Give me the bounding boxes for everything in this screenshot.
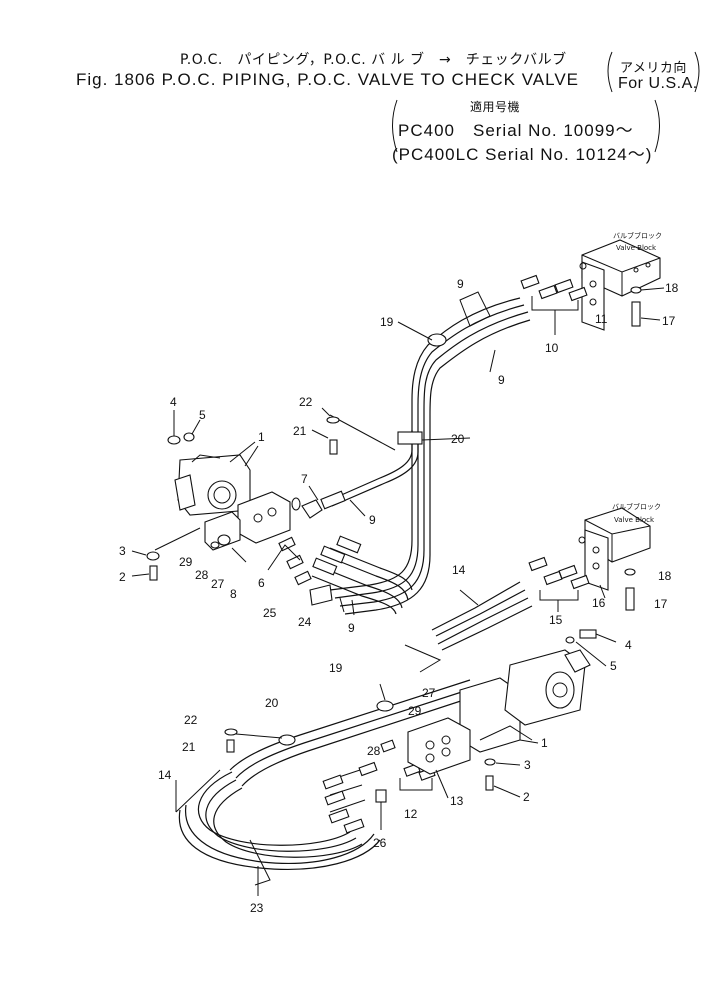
hoses-lower-loop: [175, 769, 381, 886]
callout-9: 9: [457, 277, 464, 291]
callout-24: 24: [298, 615, 312, 629]
callout-27: 27: [422, 686, 436, 700]
callout-16: 16: [592, 596, 606, 610]
callout-3: 3: [524, 758, 531, 772]
fittings-lower-right: [528, 556, 590, 612]
callout-13: 13: [450, 794, 464, 808]
callout-19: 19: [380, 315, 394, 329]
callout-21: 21: [182, 740, 196, 754]
callout-12: 12: [404, 807, 418, 821]
poc-valve-lower: [407, 629, 597, 791]
callout-20: 20: [265, 696, 279, 710]
flange-upper: [154, 491, 323, 563]
callout-17: 17: [654, 597, 668, 611]
hoses-mid: [311, 535, 413, 616]
callout-7: 7: [301, 472, 308, 486]
callout-26: 26: [373, 836, 387, 850]
callout-18: 18: [658, 569, 672, 583]
callout-29: 29: [408, 704, 422, 718]
valve-block-upper: バルブブロック Valve Block: [581, 231, 662, 331]
pipes-lower: [229, 679, 477, 787]
callout-1: 1: [541, 736, 548, 750]
hoses-upper: [329, 291, 531, 615]
region-japanese: アメリカ向: [620, 61, 687, 76]
serial-pc400lc: (PC400LC Serial No. 10124～): [392, 145, 653, 164]
callout-27: 27: [211, 577, 225, 591]
callout-25: 25: [263, 606, 277, 620]
figure-title: Fig. 1806 P.O.C. PIPING, P.O.C. VALVE TO…: [76, 70, 579, 89]
callout-9: 9: [369, 513, 376, 527]
region-label: For U.S.A.: [618, 75, 698, 92]
callout-11: 11: [595, 312, 608, 326]
callout-numbers: 9 19 10 11 18 17 9 4 5 1 22 21 20 7 9 3 …: [119, 277, 679, 915]
callout-5: 5: [199, 408, 206, 422]
fittings-left-upper: [267, 536, 333, 606]
applicability-japanese: 適用号機: [470, 100, 521, 114]
callout-4: 4: [625, 638, 632, 652]
valve-block-label-2: Valve Block: [614, 516, 655, 524]
callout-10: 10: [545, 341, 559, 355]
callout-4: 4: [170, 395, 177, 409]
valve-block-jp-label-2: バルブブロック: [612, 502, 661, 511]
callout-19: 19: [329, 661, 343, 675]
callout-5: 5: [610, 659, 617, 673]
callout-28: 28: [195, 568, 209, 582]
valve-block-lower: バルブブロック Valve Block: [578, 502, 661, 611]
serial-pc400: PC400 Serial No. 10099～: [398, 121, 634, 140]
hoses-lower-short: [404, 581, 533, 673]
callout-28: 28: [367, 744, 381, 758]
title-japanese: P.O.C. パイピング，P.O.C. バ ル ブ → チェックバルブ: [180, 52, 567, 68]
callout-2: 2: [119, 570, 126, 584]
callout-22: 22: [184, 713, 198, 727]
callout-14: 14: [452, 563, 466, 577]
callout-15: 15: [549, 613, 563, 627]
bolt-upper: [630, 286, 665, 327]
callout-6: 6: [258, 576, 265, 590]
clamp-bolt-upper: [311, 407, 340, 455]
callout-21: 21: [293, 424, 307, 438]
hose-to-elbow: [320, 414, 423, 510]
callout-9: 9: [498, 373, 505, 387]
valve-block-label-1: Valve Block: [616, 244, 657, 252]
poc-valve-upper: [167, 410, 256, 516]
callout-3: 3: [119, 544, 126, 558]
callout-1: 1: [258, 430, 265, 444]
fittings-upper: [520, 262, 588, 335]
header-brackets: [392, 51, 700, 153]
callout-17: 17: [662, 314, 676, 328]
callout-8: 8: [230, 587, 237, 601]
leader-lines: [244, 321, 617, 896]
bolt-left-upper: [131, 550, 160, 581]
valve-block-jp-label-1: バルブブロック: [613, 231, 662, 240]
callout-22: 22: [299, 395, 313, 409]
callout-18: 18: [665, 281, 679, 295]
callout-29: 29: [179, 555, 193, 569]
callout-23: 23: [250, 901, 264, 915]
clamp-bolt-lower: [224, 728, 283, 753]
callout-9: 9: [348, 621, 355, 635]
callout-14: 14: [158, 768, 172, 782]
callout-2: 2: [523, 790, 530, 804]
